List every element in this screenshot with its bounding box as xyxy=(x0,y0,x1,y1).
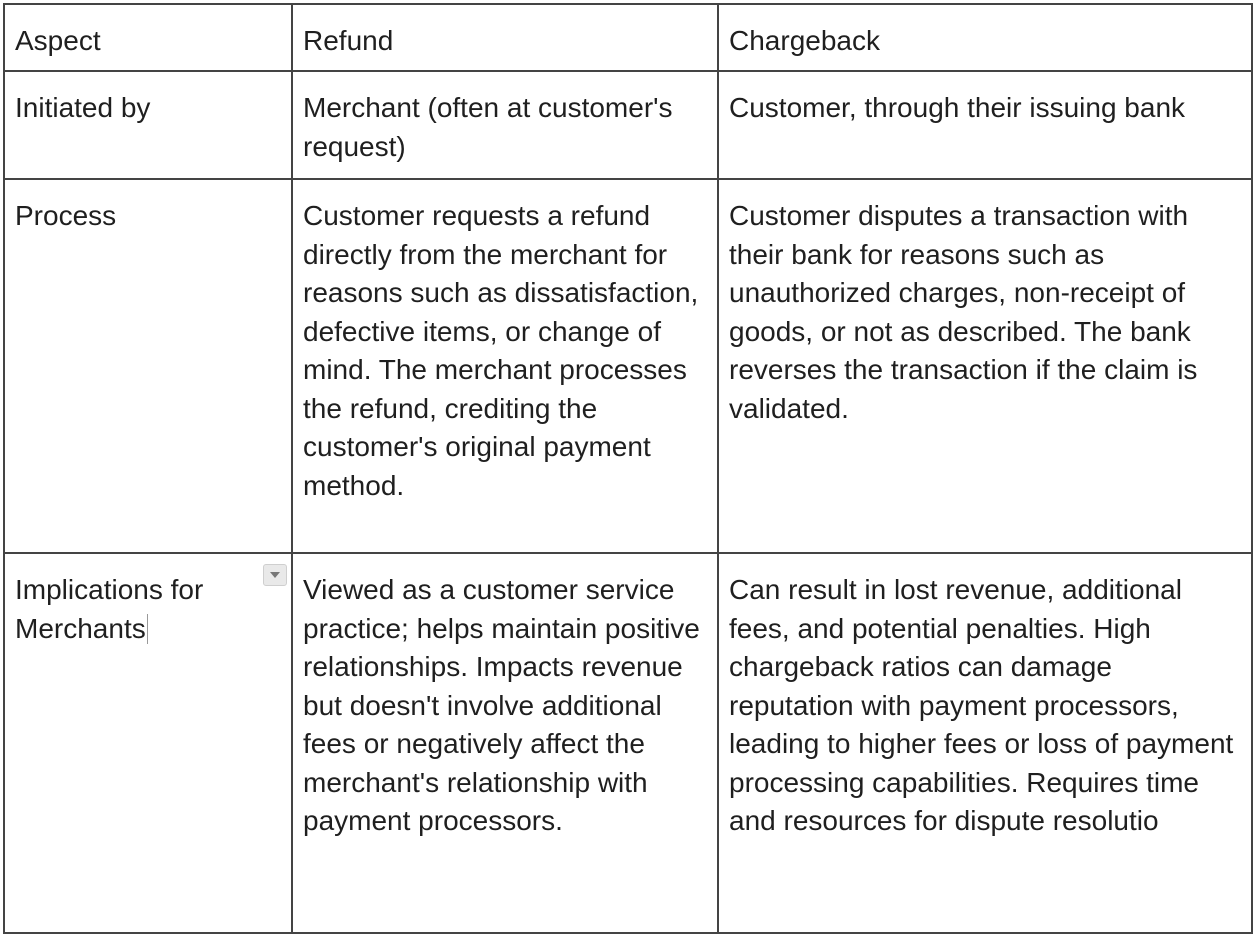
chargeback-cell-text: Customer, through their issuing bank xyxy=(729,92,1186,123)
table-cell[interactable]: Process xyxy=(3,178,293,554)
table-cell[interactable]: Initiated by xyxy=(3,70,293,180)
table-cell[interactable]: Customer requests a refund directly from… xyxy=(291,178,719,554)
row-label: Initiated by xyxy=(15,92,151,123)
table-cell[interactable]: Customer, through their issuing bank xyxy=(717,70,1253,180)
chargeback-cell-text: Customer disputes a transaction with the… xyxy=(729,200,1198,424)
table-row: Process Customer requests a refund direc… xyxy=(3,178,1253,554)
header-refund: Refund xyxy=(303,25,394,56)
table-cell-active[interactable]: Implications for Merchants xyxy=(3,552,293,934)
header-aspect: Aspect xyxy=(15,25,101,56)
table-cell[interactable]: Aspect xyxy=(3,3,293,72)
table-row: Initiated by Merchant (often at customer… xyxy=(3,70,1253,180)
table-cell[interactable]: Merchant (often at customer's request) xyxy=(291,70,719,180)
refund-cell-text: Merchant (often at customer's request) xyxy=(303,92,673,162)
chargeback-cell-text: Can result in lost revenue, additional f… xyxy=(729,574,1234,836)
comparison-table: Aspect Refund Chargeback Initiated by Me… xyxy=(3,3,1253,934)
row-label: Process xyxy=(15,200,117,231)
header-chargeback: Chargeback xyxy=(729,25,880,56)
table-cell[interactable]: Refund xyxy=(291,3,719,72)
text-cursor xyxy=(146,613,148,644)
row-label: Implications for Merchants xyxy=(15,571,281,648)
refund-cell-text: Customer requests a refund directly from… xyxy=(303,200,699,501)
row-label-text: Implications for Merchants xyxy=(15,574,204,644)
table-cell[interactable]: Can result in lost revenue, additional f… xyxy=(717,552,1253,934)
table-header-row: Aspect Refund Chargeback xyxy=(3,3,1253,72)
table-cell[interactable]: Chargeback xyxy=(717,3,1253,72)
table-cell[interactable]: Viewed as a customer service practice; h… xyxy=(291,552,719,934)
table-row: Implications for Merchants Viewed as a c… xyxy=(3,552,1253,934)
refund-cell-text: Viewed as a customer service practice; h… xyxy=(303,574,700,836)
chevron-down-icon[interactable] xyxy=(263,564,287,586)
table-cell[interactable]: Customer disputes a transaction with the… xyxy=(717,178,1253,554)
